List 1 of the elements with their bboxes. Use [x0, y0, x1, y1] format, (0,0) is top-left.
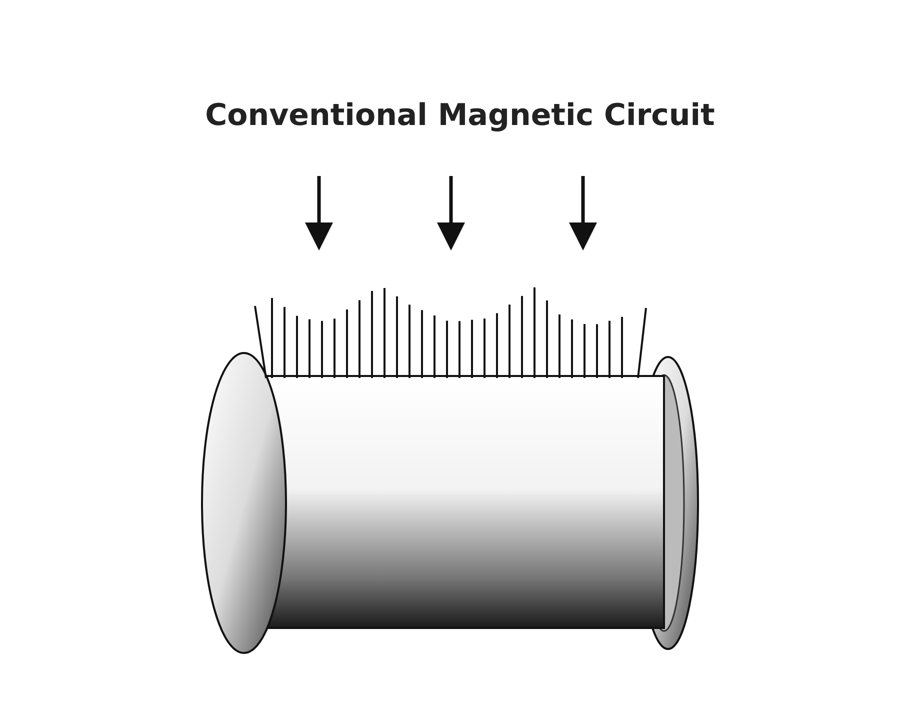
diagram-title: Conventional Magnetic Circuit — [205, 98, 715, 133]
